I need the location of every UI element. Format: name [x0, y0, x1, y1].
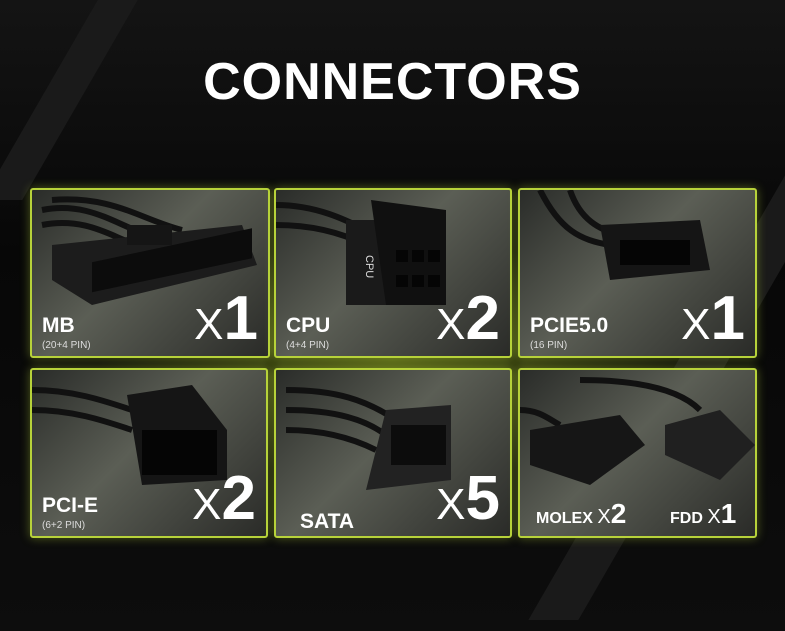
card-mb: MB (20+4 PIN) X1: [30, 188, 270, 358]
sata-connector-image: [285, 387, 451, 490]
mb-connector-image: [41, 196, 257, 305]
card-sub: (16 PIN): [530, 340, 568, 351]
pcie-connector-image: [32, 385, 227, 485]
card-cpu: CPU CPU (4+4 PIN) X2: [274, 188, 512, 358]
card-name: SATA: [300, 510, 355, 533]
card-sub: (4+4 PIN): [286, 340, 330, 351]
molex-fdd-connector-image: [520, 377, 755, 485]
card-name: MB: [42, 314, 75, 337]
cpu-connector-image: CPU: [276, 200, 446, 305]
card-sata: SATA X5: [274, 368, 512, 538]
card-name: PCI-E: [42, 494, 99, 517]
card-name: CPU: [286, 314, 331, 337]
card-qty: X2: [436, 284, 500, 353]
card-qty: X1: [681, 284, 745, 353]
fdd-qty: FDD X1: [670, 498, 737, 529]
molex-qty: MOLEX X2: [536, 498, 627, 529]
card-pcie5: PCIE5.0 (16 PIN) X1: [518, 188, 757, 358]
card-qty: X2: [192, 464, 256, 533]
card-sub: (20+4 PIN): [42, 340, 91, 351]
pcie5-connector-image: [537, 190, 710, 280]
card-qty: X1: [194, 284, 258, 353]
cpu-label: CPU: [363, 255, 375, 278]
card-pcie: PCI-E (6+2 PIN) X2: [30, 368, 268, 538]
card-sub: (6+2 PIN): [42, 520, 86, 531]
card-name: PCIE5.0: [530, 314, 609, 337]
page-title: CONNECTORS: [203, 53, 582, 111]
card-molex-fdd: MOLEX X2 FDD X1: [518, 368, 757, 538]
card-qty: X5: [436, 464, 500, 533]
